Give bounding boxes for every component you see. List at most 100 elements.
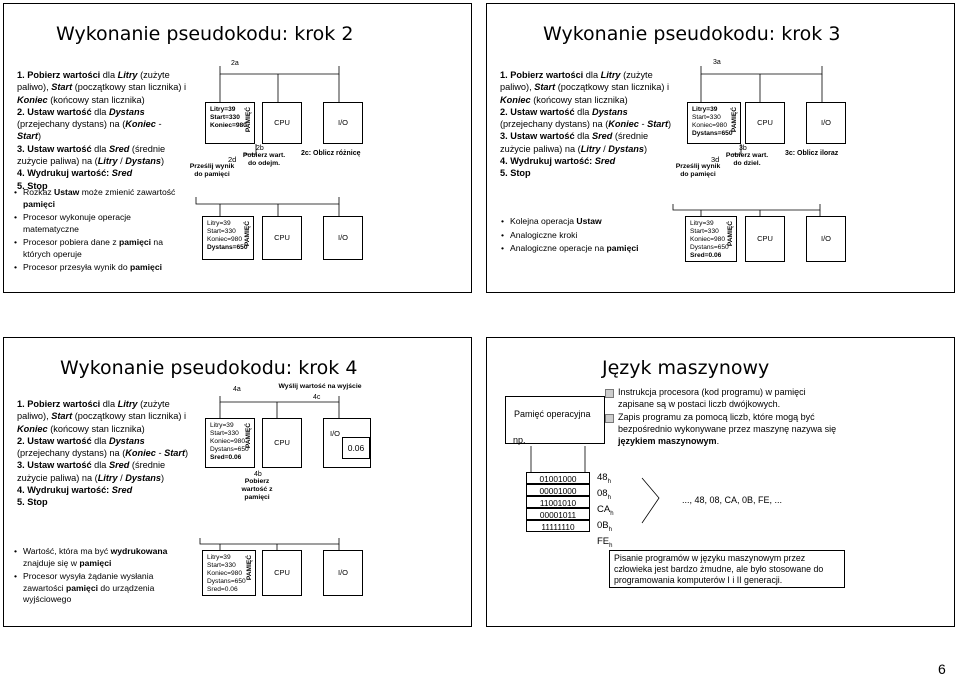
memory-value: Litry=39 <box>207 554 231 561</box>
hex-suffix: h <box>609 542 613 549</box>
bullet-1: Kolejna operacja Ustaw <box>501 216 671 228</box>
cpu-label: CPU <box>274 118 290 127</box>
io-label: I/O <box>337 118 348 127</box>
slide-krok-3: Wykonanie pseudokodu: krok 3 1. Pobierz … <box>486 3 955 293</box>
io-box: I/O 0.06 <box>323 418 371 468</box>
label-2d: 2d <box>228 155 237 164</box>
np-label: np. <box>513 435 526 445</box>
binary-cell: 00001011 <box>526 508 590 520</box>
memory-value: Dystans=650 <box>210 446 249 453</box>
memory-value: Start=330 <box>210 114 240 121</box>
binary-cell: 01001000 <box>526 472 590 484</box>
memory-box: Litry=39 Start=330 Koniec=980 Dystans=65… <box>202 550 256 596</box>
io-label: I/O <box>820 118 831 127</box>
label-3b: 3b <box>739 145 747 152</box>
hex-digits: 0B <box>597 519 609 531</box>
label-3c: 3c: Oblicz iloraz <box>785 150 839 157</box>
bullet-4: Procesor przesyła wynik do pamięci <box>14 262 179 274</box>
memory-box: Litry=39 Start=330 Koniec=980 Dystans=65… <box>205 418 255 468</box>
memory-diagram: Pamięć operacyjna <box>505 396 605 444</box>
hex-suffix: h <box>608 526 612 533</box>
memory-label: PAMIĘĆ <box>244 221 251 247</box>
step-1: 1. Pobierz wartości dla Litry (zużyte pa… <box>17 70 187 105</box>
page-number: 6 <box>938 661 946 677</box>
step-5: 5. Stop <box>500 168 531 179</box>
hex-list: 48h 08h CAh 0Bh FEh <box>597 472 614 551</box>
binary-cell: 00001000 <box>526 484 590 496</box>
bullet-2: Procesor wykonuje operacje matematyczne <box>14 212 179 235</box>
io-label: I/O <box>330 429 341 438</box>
cpu-box: CPU <box>262 102 302 144</box>
bus-diagram-top <box>195 66 340 216</box>
binary-cell: 11001010 <box>526 496 590 508</box>
note-text: Pisanie programów w języku maszynowym pr… <box>614 553 824 585</box>
hex-value: 08h <box>597 488 614 504</box>
bullet-3: Analogiczne operacje na pamięci <box>501 243 671 255</box>
hex-digits: 08 <box>597 487 608 499</box>
slide-jezyk-maszynowy: Język maszynowy Pamięć operacyjna np. 01… <box>486 337 955 627</box>
step-4: 4. Wydrukuj wartość: Sred <box>17 485 133 496</box>
hex-suffix: h <box>607 478 611 485</box>
hex-value: CAh <box>597 504 614 520</box>
hex-value: 48h <box>597 472 614 488</box>
io-label: I/O <box>820 234 831 243</box>
step-4: 4. Wydrukuj wartość: Sred <box>17 168 133 179</box>
hex-value: FEh <box>597 536 614 552</box>
slide-title: Język maszynowy <box>602 357 770 379</box>
slide-krok-4: Wykonanie pseudokodu: krok 4 1. Pobierz … <box>3 337 472 627</box>
label-2b: 2b <box>256 145 264 152</box>
machine-language-bullets: Instrukcja procesora (kod programu) w pa… <box>605 386 837 448</box>
bus-diagram-top <box>199 396 340 550</box>
output-value: 0.06 <box>347 443 365 453</box>
slide-title: Wykonanie pseudokodu: krok 3 <box>543 23 841 45</box>
step-2: 2. Ustaw wartość dla Dystans (przejechan… <box>500 106 672 130</box>
cpu-box: CPU <box>745 216 785 262</box>
memory-value: Litry=39 <box>690 220 714 227</box>
label-3a: 3a <box>713 59 721 66</box>
memory-box: Litry=39 Start=330 Koniec=980 Dystans=65… <box>202 216 254 260</box>
hex-digits: CA <box>597 503 611 515</box>
step-3: 3. Ustaw wartość dla Sred (średnie zużyc… <box>17 460 166 483</box>
memory-value: Start=330 <box>207 562 236 569</box>
hex-digits: FE <box>597 535 610 547</box>
label-4c: 4c <box>313 394 321 401</box>
hex-suffix: h <box>610 510 614 517</box>
memory-value: Koniec=980 <box>690 236 726 243</box>
io-box: I/O <box>323 550 363 596</box>
memory-label: PAMIĘĆ <box>731 107 738 133</box>
cpu-box: CPU <box>262 418 302 468</box>
step-1: 1. Pobierz wartości dla Litry (zużyte pa… <box>500 70 670 105</box>
memory-label: PAMIĘĆ <box>245 423 252 449</box>
explanation-bullets: Rozkaz Ustaw może zmienić zawartość pami… <box>14 187 179 276</box>
hex-value: 0Bh <box>597 520 614 536</box>
memory-box: Litry=39 Start=330 Koniec=980 PAMIĘĆ <box>205 102 255 144</box>
memory-value: Koniec=980 <box>692 122 728 129</box>
bullet-1: Wartość, która ma być wydrukowana znajdu… <box>14 546 184 569</box>
memory-label: PAMIĘĆ <box>246 555 253 581</box>
memory-box: Litry=39 Start=330 Koniec=980 Dystans=65… <box>685 216 737 262</box>
memory-value: Start=330 <box>692 114 721 121</box>
bullet-2: Procesor wysyła żądanie wysłania zawarto… <box>14 571 184 606</box>
hex-suffix: h <box>607 494 611 501</box>
slide-krok-2: Wykonanie pseudokodu: krok 2 1. Pobierz … <box>3 3 472 293</box>
memory-value: Dystans=650 <box>207 578 246 585</box>
step-2: 2. Ustaw wartość dla Dystans (przejechan… <box>17 435 189 459</box>
explanation-bullets: Wartość, która ma być wydrukowana znajdu… <box>14 546 184 608</box>
memory-value: Koniec=980 <box>210 122 247 129</box>
io-label: I/O <box>337 233 348 242</box>
memory-pointer-lines <box>530 446 586 472</box>
io-box: I/O <box>323 102 363 144</box>
label-2c: 2c: Oblicz różnicę <box>301 150 361 157</box>
note-box: Pisanie programów w języku maszynowym pr… <box>609 550 845 588</box>
label-3d-text: Prześlij wynik do pamięci <box>675 163 721 178</box>
memory-value: Litry=39 <box>210 422 234 429</box>
label-2d-text: Prześlij wynik do pamięci <box>189 163 235 178</box>
memory-value: Sred=0.06 <box>690 252 722 259</box>
slide-title: Wykonanie pseudokodu: krok 4 <box>60 357 358 379</box>
label-3b-text: Pobierz wart. do dziel. <box>725 152 769 167</box>
step-5: 5. Stop <box>17 497 48 508</box>
pseudocode-steps: 1. Pobierz wartości dla Litry (zużyte pa… <box>17 398 192 509</box>
label-4b-text: Pobierz wartość z pamięci <box>241 478 273 501</box>
output-screen: 0.06 <box>342 437 370 459</box>
cpu-label: CPU <box>274 568 290 577</box>
